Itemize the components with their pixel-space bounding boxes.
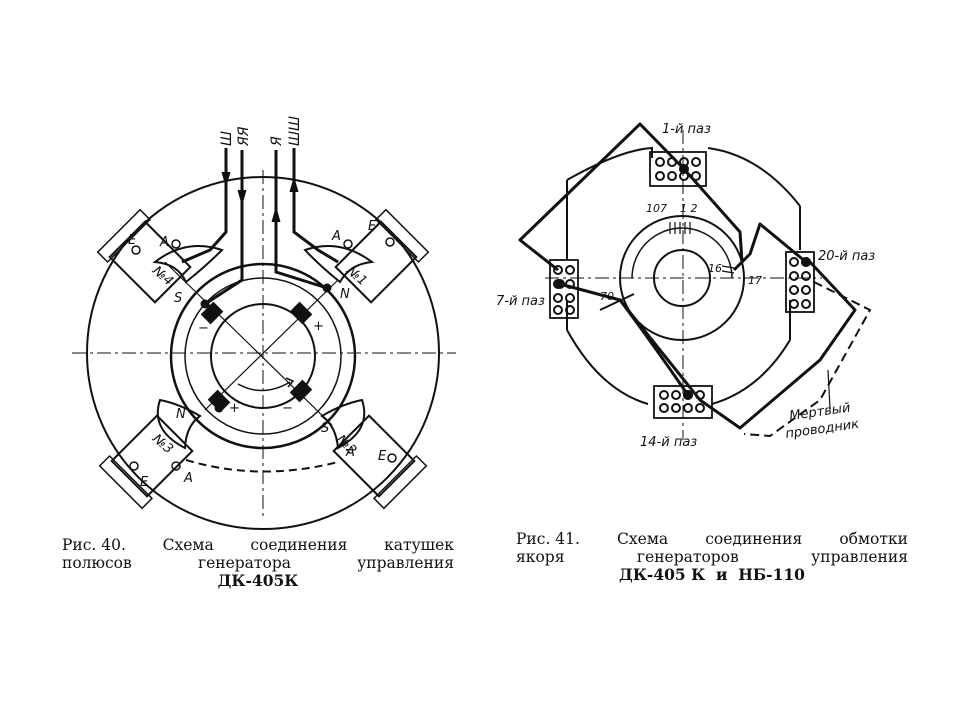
caption-41-word: соединения [705, 530, 803, 548]
pole-label-3: №3 [149, 431, 176, 457]
caption-41-word: генераторов [636, 548, 739, 566]
brush-sign-plus-bottom: + [229, 401, 240, 416]
figure-40-caption: Рис. 40. Схема соединения катушек полюсо… [62, 536, 454, 590]
pole-polarity-s-bottom: S [321, 421, 329, 436]
pole-shoe-3 [156, 398, 202, 450]
pole-label-1: №1 [343, 263, 370, 289]
brush-sign-minus-top: − [198, 321, 209, 336]
stator-segment-bottom [566, 329, 791, 405]
brush-line-right [204, 279, 339, 411]
brush-sign-minus-bottom: − [282, 401, 293, 416]
caption-40-line-3: ДК-405К [217, 571, 299, 590]
segment-label-17: 17 [748, 274, 762, 287]
slot-label-7: 7-й паз [496, 294, 545, 309]
slot-coil-1 [649, 151, 707, 187]
brush-top-right [289, 301, 313, 325]
terminal-label-e-3: E [140, 475, 149, 490]
pole-polarity-n-top: N [340, 287, 350, 302]
caption-41-word: якоря [516, 548, 565, 566]
terminal-label-a-4: A [159, 235, 169, 250]
pole-shoe-2 [320, 398, 366, 450]
segment-label-107: 107 [646, 202, 667, 215]
caption-40-word: катушек [384, 536, 454, 554]
caption-41-word: обмотки [839, 530, 908, 548]
pole-body-4 [96, 208, 192, 304]
armature-outer-ring [169, 262, 357, 450]
caption-41-word: управления [811, 548, 908, 566]
caption-40-word: генератора [197, 554, 291, 572]
brush-top-left [200, 301, 224, 325]
pole-polarity-n-bottom: N [176, 407, 186, 422]
terminal-label-a-2: A [345, 445, 355, 460]
caption-41-word: Рис. 41. [516, 530, 580, 548]
segment-label-70: 70 [600, 290, 614, 303]
lead-label-sh: Ш [219, 131, 235, 146]
caption-41-line-3: ДК-405 К и НБ-110 [619, 565, 805, 584]
slot-label-20: 20-й паз [818, 249, 875, 264]
armature-winding-path [518, 122, 857, 430]
caption-40-word: Рис. 40. [62, 536, 126, 554]
lead-wire-sh [181, 148, 228, 264]
lead-label-shsh: ШШ [287, 116, 303, 146]
slot-label-14: 14-й паз [640, 435, 697, 450]
caption-40-line-2: полюсов генератора управления [62, 554, 454, 572]
pole-body-1 [334, 208, 430, 304]
brush-bottom-right [289, 379, 313, 403]
armature-ring-outer-41 [619, 215, 745, 341]
slot-coil-14 [653, 385, 713, 419]
caption-40-word: управления [357, 554, 454, 572]
pole-shoe-1 [303, 245, 375, 284]
caption-41-line-2: якоря генераторов управления [516, 548, 908, 566]
terminal-label-a-1: A [331, 229, 341, 244]
lead-wire-ya [274, 150, 328, 290]
caption-40-word: полюсов [62, 554, 132, 572]
caption-40-line-1: Рис. 40. Схема соединения катушек [62, 536, 454, 554]
terminal-label-e-1: E [368, 219, 377, 234]
stator-segment-top [566, 146, 801, 207]
terminal-label-e-2: E [378, 449, 387, 464]
pole-body-3 [98, 414, 194, 510]
lead-label-ya: Я [269, 136, 285, 147]
pole-shoe-4 [152, 245, 224, 284]
caption-40-word: соединения [250, 536, 348, 554]
brush-sign-plus-top: + [313, 319, 324, 334]
figure-41-diagram [518, 122, 872, 440]
segment-label-12: 1 2 [680, 202, 698, 215]
armature-inner-ring [184, 277, 342, 435]
figure-41-caption: Рис. 41. Схема соединения обмотки якоря … [516, 530, 908, 584]
terminal-label-e-4: E [128, 233, 137, 248]
slot-coil-20 [785, 251, 815, 313]
lead-wire-shsh [292, 148, 339, 264]
caption-41-line-1: Рис. 41. Схема соединения обмотки [516, 530, 908, 548]
rotation-arrow [237, 381, 291, 392]
caption-40-word: Схема [162, 536, 214, 554]
brush-line-left [164, 261, 333, 426]
slot-label-1: 1-й паз [662, 122, 711, 137]
terminal-label-a-3: A [183, 471, 193, 486]
armature-ring-inner-41 [653, 249, 711, 307]
pole-polarity-s-top: S [174, 291, 182, 306]
lead-label-yaya: ЯЯ [236, 126, 252, 147]
brush-bottom-left [207, 389, 231, 413]
pole-body-2 [332, 414, 428, 510]
caption-41-word: Схема [617, 530, 669, 548]
commutator-arc [631, 227, 733, 279]
commutator-ring [210, 303, 316, 409]
figure-40-diagram [72, 148, 456, 530]
interconnect-dashed-wire [185, 459, 339, 473]
segment-label-16: 16 [708, 262, 722, 275]
